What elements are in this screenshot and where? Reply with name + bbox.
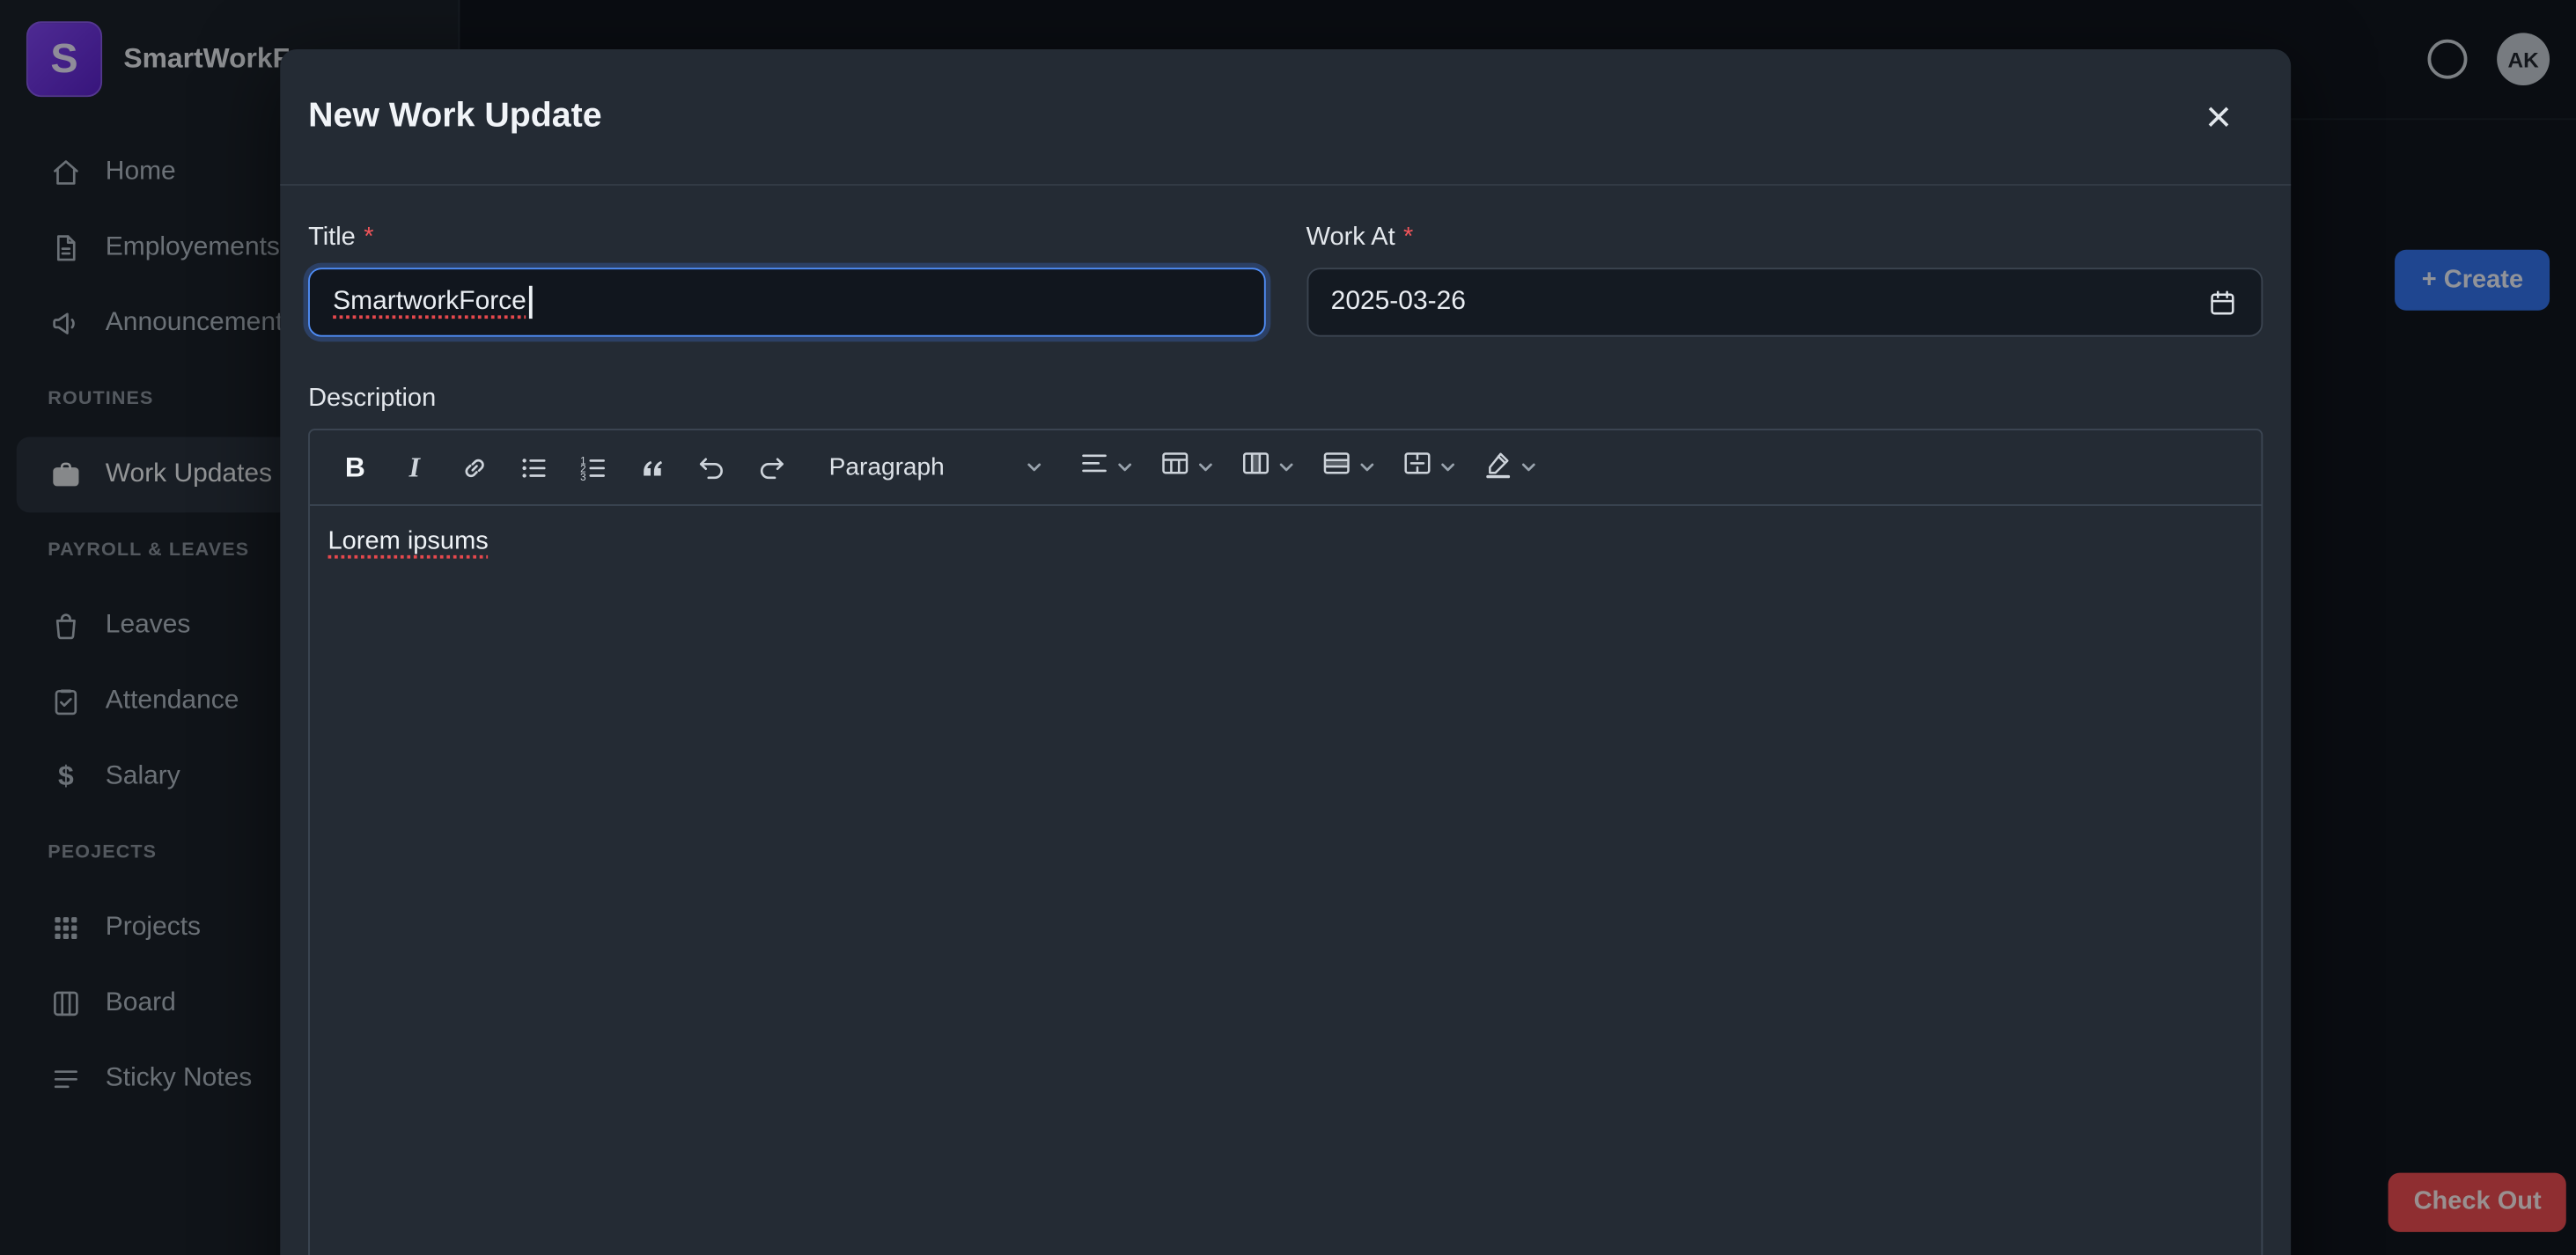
sidebar-item-home[interactable]: Home — [17, 135, 442, 210]
sidebar-section-routines: ROUTINES — [48, 389, 154, 409]
paragraph-style-label: Paragraph — [828, 453, 945, 481]
chevron-down-icon — [1520, 459, 1538, 477]
user-avatar[interactable]: AK — [2497, 33, 2550, 86]
chevron-down-icon — [1358, 459, 1377, 477]
sidebar-item-label: Work Updates — [105, 459, 273, 488]
modal-body: Title* SmartworkForce Work At* 2025-03-2… — [280, 186, 2291, 1255]
modal-header: New Work Update × — [280, 49, 2292, 186]
required-asterisk: * — [1403, 223, 1414, 252]
title-label: Title* — [308, 223, 374, 252]
required-asterisk: * — [364, 223, 374, 252]
table-column-icon — [1240, 447, 1272, 488]
circle-outline-button[interactable] — [2427, 39, 2468, 79]
title-input-value: SmartworkForce — [333, 287, 526, 316]
bulleted-list-icon[interactable] — [506, 440, 561, 495]
briefcase-icon — [49, 459, 82, 491]
sidebar-item-leaves[interactable]: Leaves — [17, 588, 442, 664]
sidebar-section-payroll-leaves: PAYROLL & LEAVES — [48, 540, 250, 561]
sidebar-item-board[interactable]: Board — [17, 965, 442, 1041]
sidebar-item-label: Board — [105, 988, 176, 1017]
insert-table-dropdown[interactable] — [1149, 440, 1225, 495]
sidebar-item-projects[interactable]: Projects — [17, 891, 442, 966]
chevron-down-icon — [1196, 459, 1215, 477]
work-at-value: 2025-03-26 — [1330, 287, 1466, 316]
megaphone-icon — [49, 307, 82, 340]
chevron-down-icon — [1277, 459, 1296, 477]
blockquote-icon[interactable] — [625, 440, 680, 495]
title-input[interactable]: SmartworkForce — [308, 268, 1265, 337]
sidebar-item-label: Attendance — [105, 686, 239, 715]
grid-icon — [49, 912, 82, 944]
create-button[interactable]: + Create — [2395, 249, 2550, 311]
svg-text:1: 1 — [579, 454, 585, 466]
editor-text: Lorem ipsums — [328, 527, 489, 555]
brand-logo-icon: S — [26, 21, 103, 98]
svg-text:3: 3 — [579, 471, 585, 482]
svg-text:2: 2 — [579, 463, 585, 474]
bag-icon — [49, 609, 82, 642]
redo-icon[interactable] — [743, 440, 798, 495]
clipboard-check-icon — [49, 685, 82, 717]
sidebar-item-label: Leaves — [105, 611, 191, 640]
circle-outline-icon — [2427, 39, 2468, 79]
notes-lines-icon — [49, 1063, 82, 1096]
sidebar-item-attendance[interactable]: Attendance — [17, 664, 442, 739]
close-icon[interactable]: × — [2196, 92, 2241, 143]
sidebar-item-announcements[interactable]: Announcements — [17, 286, 442, 362]
title-field: Title* SmartworkForce — [308, 224, 1265, 337]
sidebar-item-sticky-notes[interactable]: Sticky Notes — [17, 1041, 442, 1117]
text-caret — [529, 285, 533, 319]
table-row-icon — [1321, 447, 1353, 488]
table-icon — [1159, 447, 1191, 488]
sidebar-item-label: Salary — [105, 762, 180, 790]
calendar-icon[interactable] — [2207, 287, 2239, 318]
chevron-down-icon — [1025, 459, 1043, 477]
kanban-board-icon — [49, 987, 82, 1020]
new-work-update-modal: New Work Update × Title* SmartworkForce … — [280, 48, 2292, 1255]
table-column-dropdown[interactable] — [1230, 440, 1306, 495]
alignment-dropdown[interactable] — [1068, 440, 1144, 495]
paragraph-style-dropdown[interactable]: Paragraph — [829, 453, 1043, 481]
link-icon[interactable] — [446, 440, 501, 495]
sidebar-item-employements[interactable]: Employements — [17, 210, 442, 286]
sidebar-item-label: Projects — [105, 913, 202, 942]
check-out-button[interactable]: Check Out — [2388, 1172, 2566, 1232]
sidebar-item-label: Announcements — [105, 308, 297, 337]
sidebar-item-salary[interactable]: $ Salary — [17, 739, 442, 815]
merge-cells-dropdown[interactable] — [1391, 440, 1467, 495]
highlighter-pen-icon — [1482, 447, 1514, 488]
undo-icon[interactable] — [684, 440, 739, 495]
work-at-field: Work At* 2025-03-26 — [1306, 224, 2263, 337]
sidebar-item-label: Home — [105, 158, 176, 186]
chevron-down-icon — [1115, 459, 1134, 477]
italic-button[interactable]: I — [387, 440, 442, 495]
document-icon — [49, 231, 82, 264]
sidebar-item-label: Employements — [105, 233, 280, 261]
description-label: Description — [308, 384, 437, 413]
editor-content-area[interactable]: Lorem ipsums — [310, 506, 2261, 1255]
work-at-label: Work At* — [1306, 223, 1414, 252]
table-row-dropdown[interactable] — [1310, 440, 1386, 495]
chevron-down-icon — [1439, 459, 1457, 477]
sidebar-item-label: Sticky Notes — [105, 1064, 253, 1093]
sidebar-section-projects: PEOJECTS — [48, 842, 158, 862]
align-left-icon — [1078, 447, 1110, 488]
dollar-icon: $ — [58, 760, 74, 792]
work-at-date-input[interactable]: 2025-03-26 — [1306, 268, 2263, 337]
modal-title: New Work Update — [308, 97, 602, 136]
home-icon — [49, 156, 82, 188]
merge-cells-icon — [1401, 447, 1433, 488]
bold-button[interactable]: B — [328, 440, 383, 495]
highlight-dropdown[interactable] — [1472, 440, 1548, 495]
